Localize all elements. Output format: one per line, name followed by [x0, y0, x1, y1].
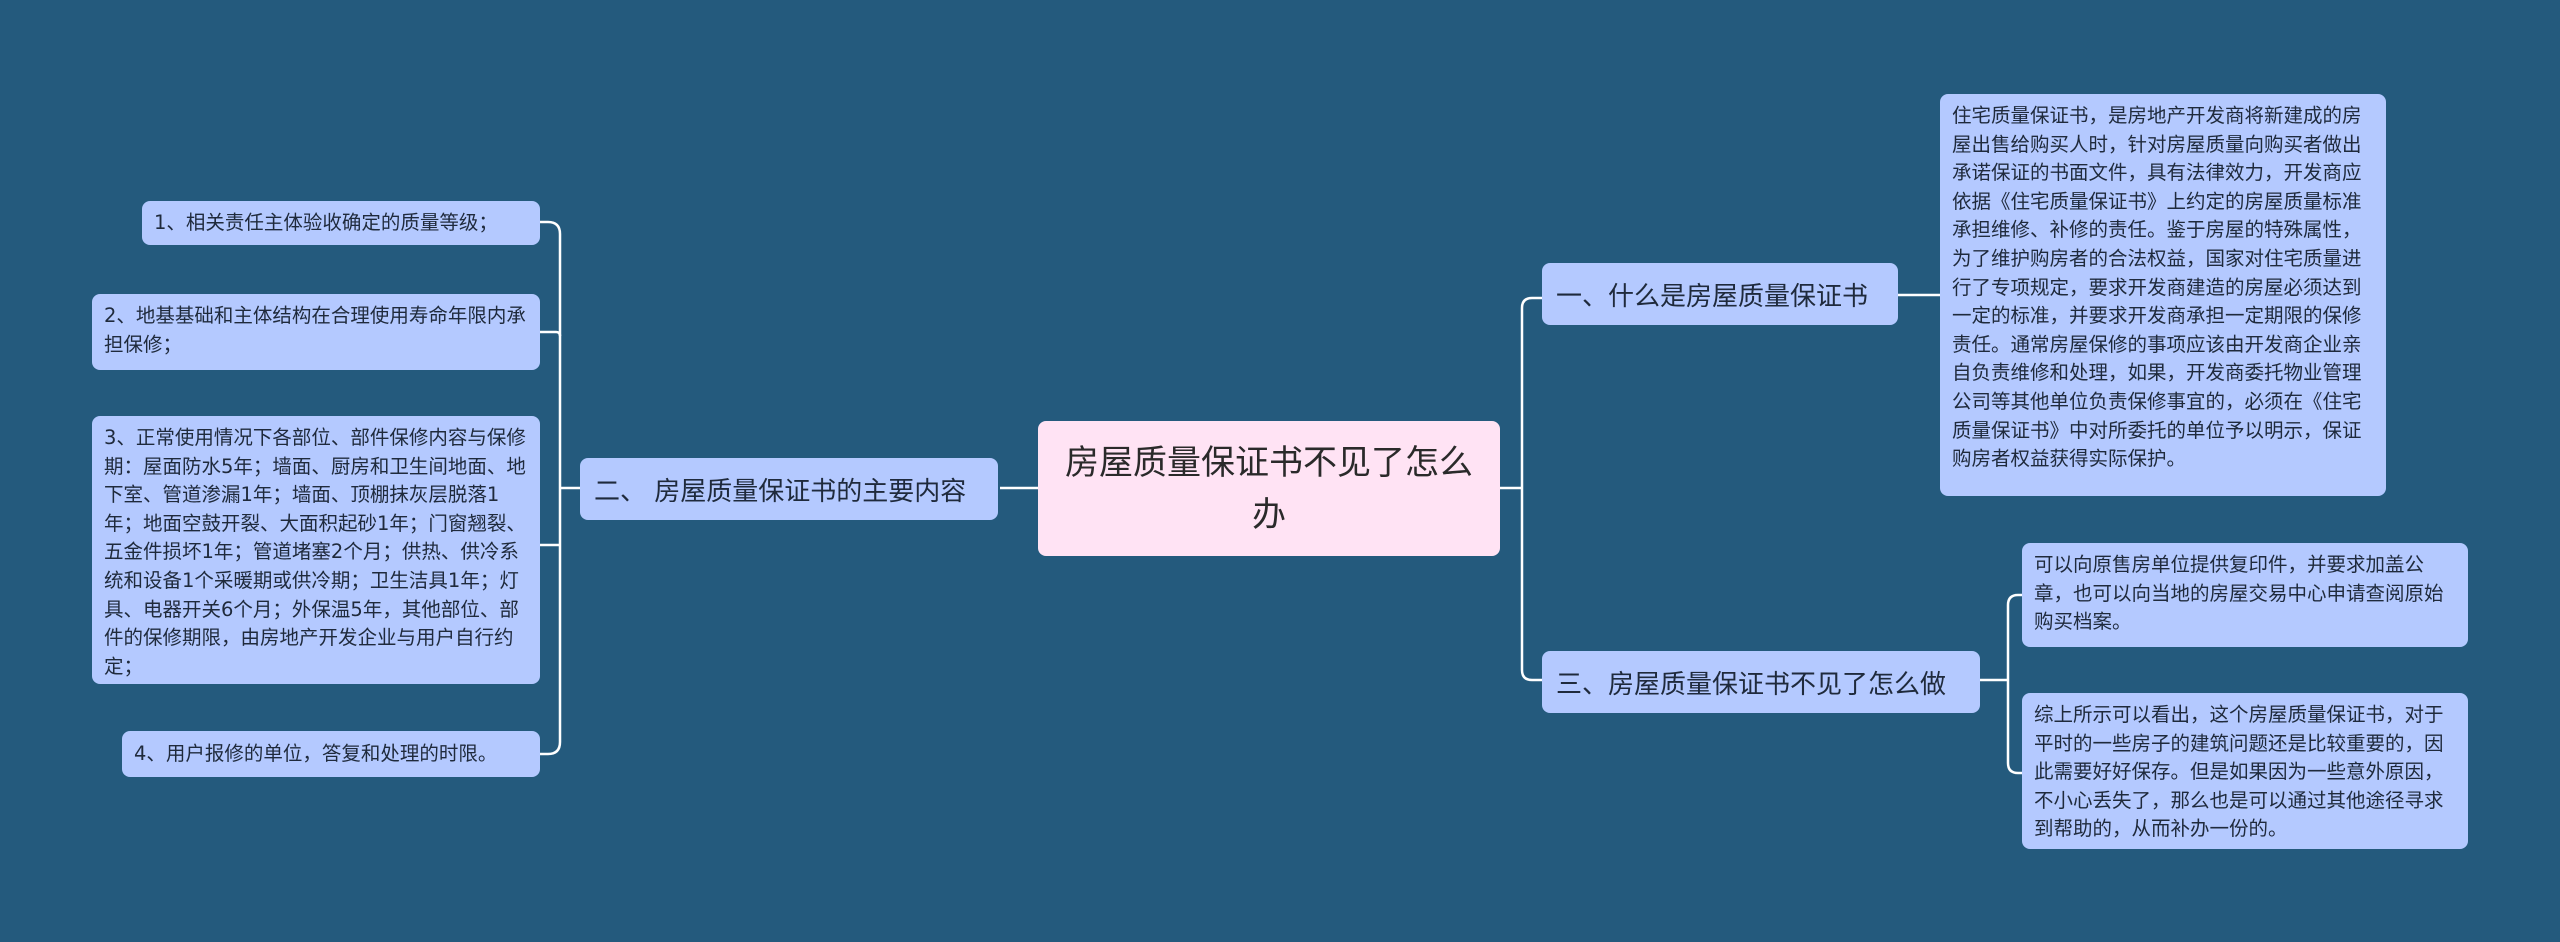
left-leaf-4-text: 4、用户报修的单位，答复和处理的时限。: [134, 741, 498, 765]
left-leaf-1-text: 1、相关责任主体验收确定的质量等级；: [154, 210, 498, 234]
right-branch-3-leaf-2-text: 综上所示可以看出，这个房屋质量保证书，对于平时的一些房子的建筑问题还是比较重要的…: [2034, 703, 2444, 841]
right-branch-1-leaf-text: 住宅质量保证书，是房地产开发商将新建成的房屋出售给购买人时，针对房屋质量向购买者…: [1952, 104, 2362, 471]
right-branch-1-label: 一、什么是房屋质量保证书: [1556, 281, 1869, 312]
right-branch-1-leaf[interactable]: 住宅质量保证书，是房地产开发商将新建成的房屋出售给购买人时，针对房屋质量向购买者…: [1940, 94, 2386, 496]
link-lb-leaf2: [540, 330, 562, 337]
right-branch-3-label: 三、房屋质量保证书不见了怎么做: [1556, 669, 1947, 700]
left-leaf-1[interactable]: 1、相关责任主体验收确定的质量等级；: [142, 201, 540, 245]
link-rb3-trunk: [1980, 593, 2019, 775]
link-lb-trunk: [547, 220, 562, 756]
left-leaf-3[interactable]: 3、正常使用情况下各部位、部件保修内容与保修期：屋面防水5年；墙面、厨房和卫生间…: [92, 416, 540, 684]
link-right-trunk: [1520, 296, 1533, 682]
right-branch-3-leaf-2[interactable]: 综上所示可以看出，这个房屋质量保证书，对于平时的一些房子的建筑问题还是比较重要的…: [2022, 693, 2468, 849]
left-leaf-4[interactable]: 4、用户报修的单位，答复和处理的时限。: [122, 731, 540, 777]
root-topic-title: 房屋质量保证书不见了怎么办: [1065, 442, 1473, 535]
left-leaf-2-text: 2、地基基础和主体结构在合理使用寿命年限内承担保修；: [104, 304, 526, 356]
left-branch-main-content[interactable]: 二、 房屋质量保证书的主要内容: [580, 458, 998, 520]
left-leaf-3-text: 3、正常使用情况下各部位、部件保修内容与保修期：屋面防水5年；墙面、厨房和卫生间…: [104, 426, 526, 678]
right-branch-3-leaf-1-text: 可以向原售房单位提供复印件，并要求加盖公章，也可以向当地的房屋交易中心申请查阅原…: [2034, 553, 2444, 634]
right-branch-3-leaf-1[interactable]: 可以向原售房单位提供复印件，并要求加盖公章，也可以向当地的房屋交易中心申请查阅原…: [2022, 543, 2468, 647]
left-leaf-2[interactable]: 2、地基基础和主体结构在合理使用寿命年限内承担保修；: [92, 294, 540, 370]
root-topic[interactable]: 房屋质量保证书不见了怎么办: [1038, 421, 1500, 556]
right-branch-what-to-do[interactable]: 三、房屋质量保证书不见了怎么做: [1542, 651, 1980, 713]
right-branch-what-is[interactable]: 一、什么是房屋质量保证书: [1542, 263, 1898, 325]
left-branch-label: 二、 房屋质量保证书的主要内容: [594, 476, 967, 507]
